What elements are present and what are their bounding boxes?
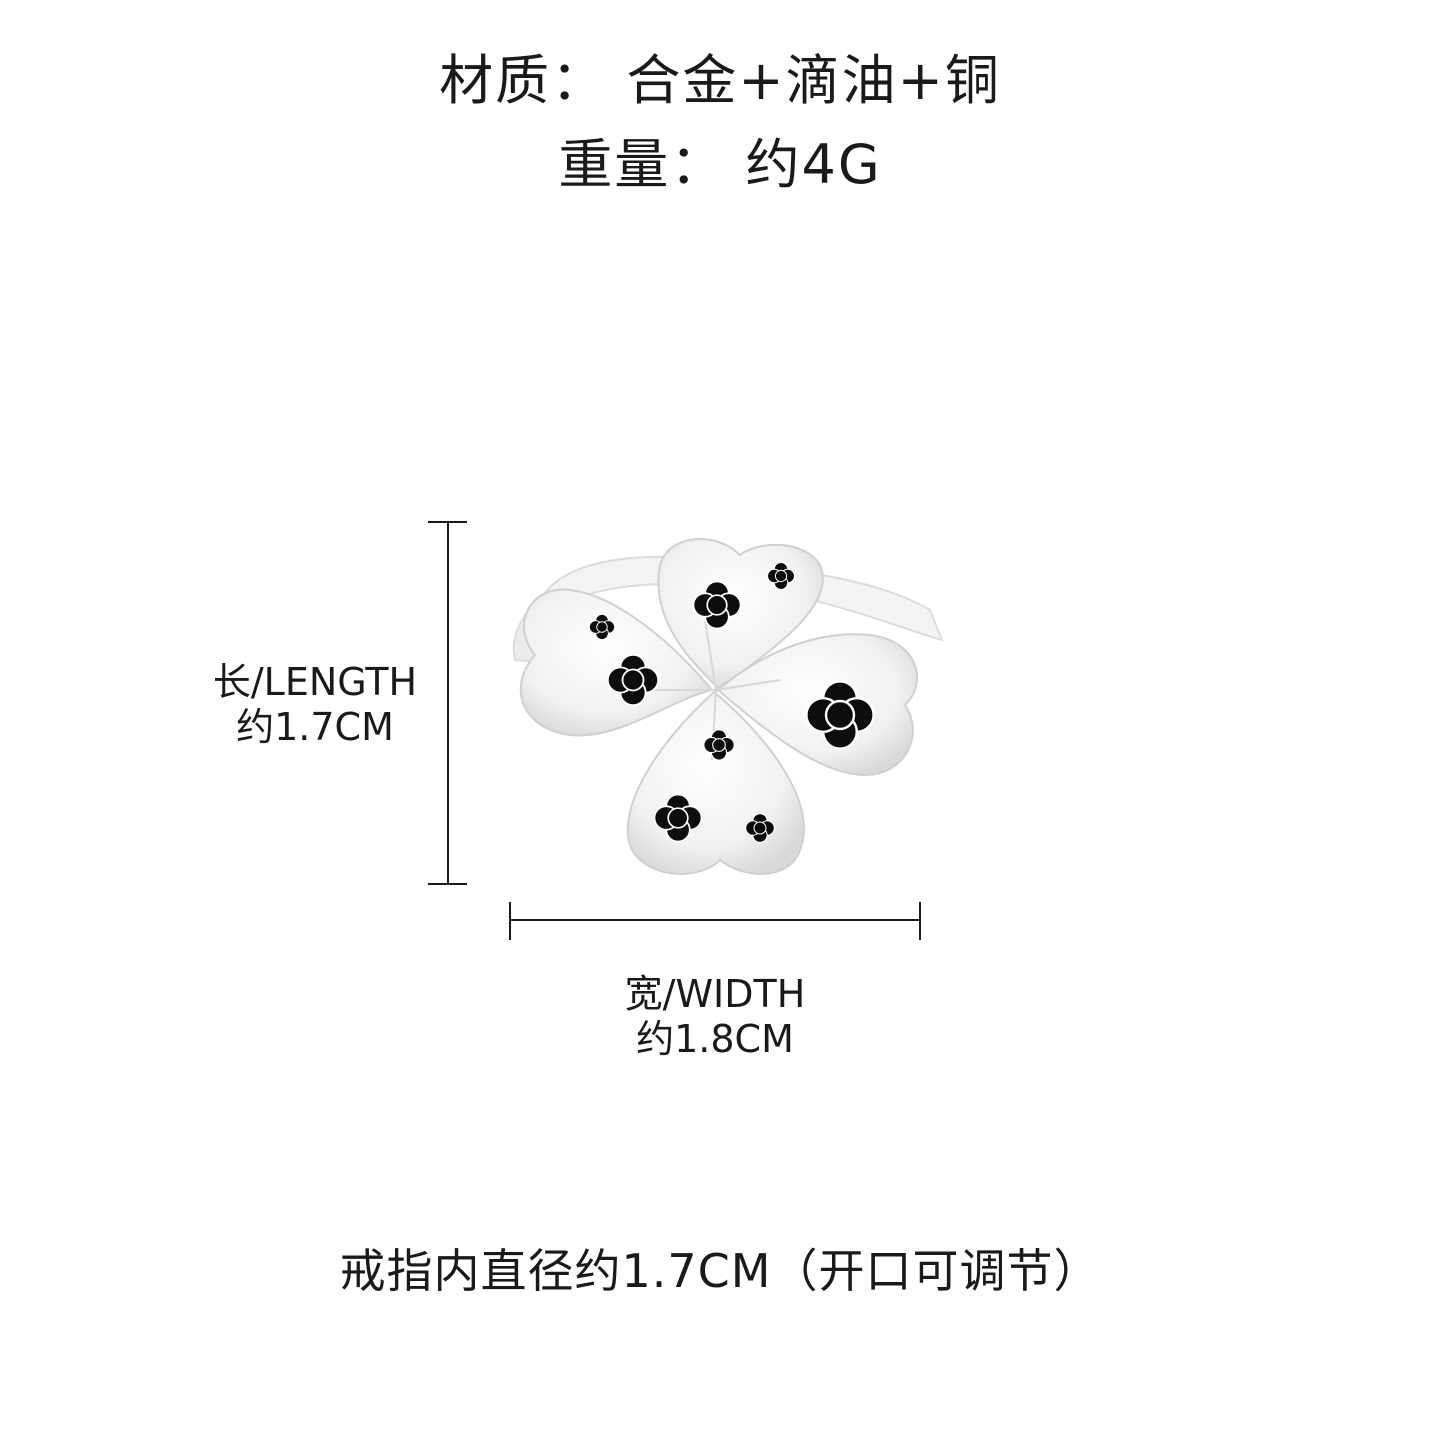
width-label: 宽/WIDTH bbox=[624, 972, 806, 1016]
length-label: 长/LENGTH bbox=[212, 660, 418, 704]
length-dimension-line bbox=[428, 521, 467, 885]
width-annotation: 宽/WIDTH 约1.8CM bbox=[560, 972, 870, 1062]
length-annotation: 长/LENGTH 约1.7CM bbox=[200, 660, 430, 750]
material-spec: 材质： 合金+滴油+铜 bbox=[439, 49, 1001, 112]
width-dimension-line bbox=[509, 902, 921, 940]
four-leaf-clover-ring-icon bbox=[512, 538, 944, 875]
inner-diameter-note: 戒指内直径约1.7CM（开口可调节） bbox=[339, 1244, 1101, 1298]
width-value: 约1.8CM bbox=[636, 1016, 794, 1061]
weight-spec: 重量： 约4G bbox=[558, 133, 882, 196]
length-value: 约1.7CM bbox=[236, 704, 394, 749]
